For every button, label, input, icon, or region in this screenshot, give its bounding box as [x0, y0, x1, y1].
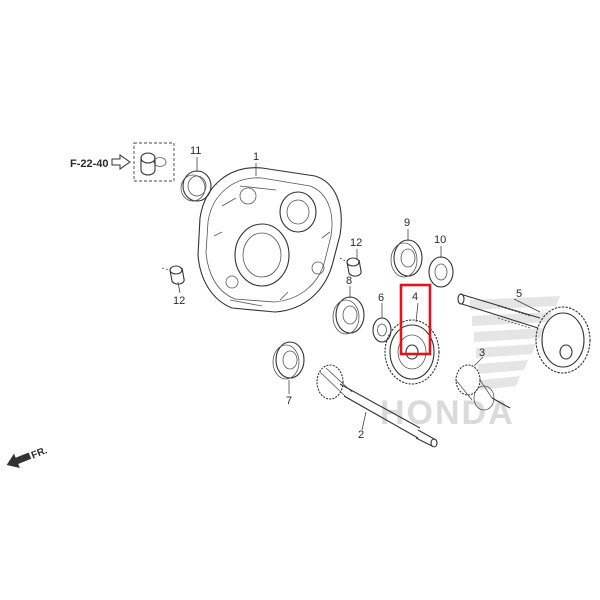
- part-4-gear: [384, 319, 440, 385]
- callout-9: 9: [404, 217, 410, 229]
- part-9-bearing: [390, 239, 423, 278]
- callout-10: 10: [434, 234, 446, 246]
- part-8-bearing: [332, 296, 365, 335]
- part-12-dowel-pin-right: [339, 257, 362, 277]
- reference-arrow-icon: [111, 154, 131, 170]
- part-3-pinion-gear: [455, 364, 511, 411]
- part-4-highlight-box: [399, 283, 432, 356]
- callout-12-right: 12: [350, 237, 362, 249]
- callout-5: 5: [516, 288, 522, 300]
- leader-lines: [177, 157, 541, 431]
- part-5-final-shaft: [457, 293, 591, 374]
- reference-box: [133, 142, 175, 182]
- callout-12-left: 12: [173, 295, 185, 307]
- callout-3: 3: [479, 347, 485, 359]
- callout-1: 1: [253, 151, 259, 163]
- front-label: FR.: [30, 445, 49, 461]
- part-2-drive-shaft: [316, 364, 438, 448]
- reference-label: F-22-40: [70, 158, 109, 170]
- reference-marker: F-22-40: [70, 142, 175, 182]
- watermark-text: HONDA: [380, 394, 515, 432]
- honda-watermark: HONDA: [380, 296, 560, 432]
- callout-labels: 1 2 3 4 5 6 7 8 9 10 11 12 12: [173, 145, 522, 441]
- part-1-transmission-case: [197, 167, 342, 313]
- front-direction-marker: FR.: [6, 445, 49, 469]
- callout-11: 11: [190, 145, 201, 157]
- bushing-reference: [140, 152, 167, 176]
- callout-7: 7: [286, 395, 292, 407]
- part-10-washer: [428, 256, 454, 288]
- callout-4: 4: [412, 291, 418, 303]
- front-arrow-icon: [6, 452, 32, 469]
- part-12-dowel-pin-left: [161, 265, 185, 285]
- part-7-bearing: [272, 341, 305, 380]
- callout-2: 2: [358, 429, 364, 441]
- callout-8: 8: [346, 275, 352, 287]
- callout-6: 6: [378, 292, 384, 304]
- part-6-washer: [372, 317, 392, 343]
